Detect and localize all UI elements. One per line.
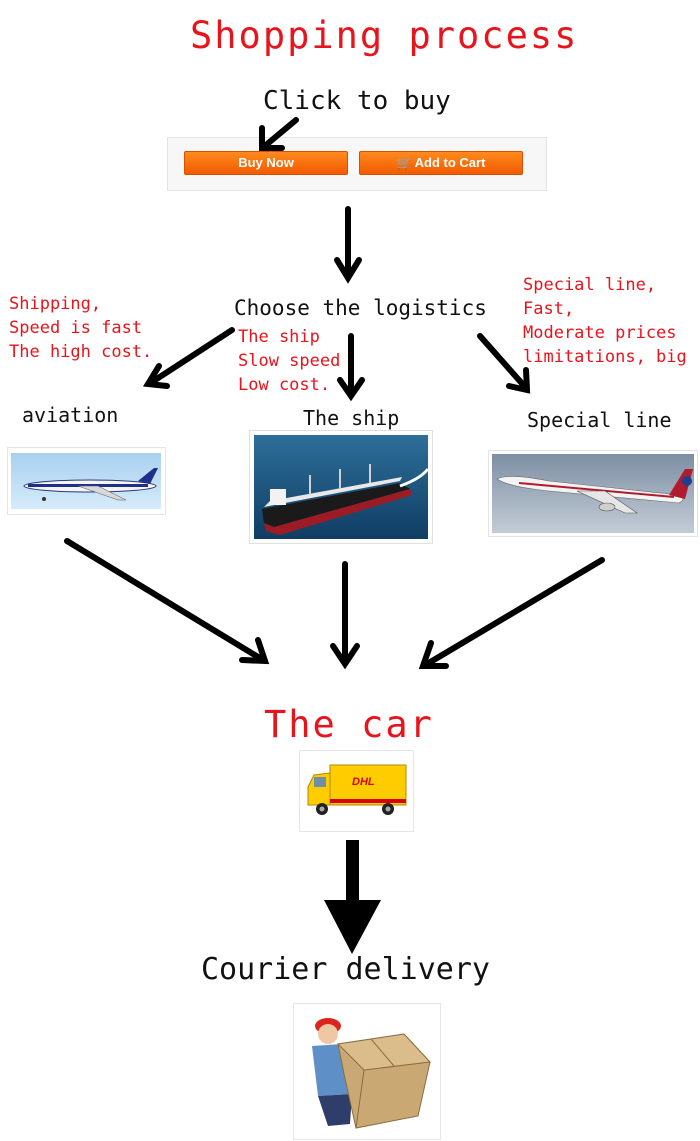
arrow-buttons-to-logistics xyxy=(334,206,362,284)
ship-photo xyxy=(249,430,433,544)
ship-icon xyxy=(262,464,430,535)
add-to-cart-button[interactable]: 🛒 Add to Cart xyxy=(359,151,523,175)
arrow-ship-to-car xyxy=(330,561,360,670)
cart-icon: 🛒 xyxy=(396,156,412,170)
note-line: Fast, xyxy=(523,299,575,319)
aviation-photo xyxy=(7,447,166,515)
courier-photo xyxy=(293,1003,441,1140)
note-special-line: Special line, Fast, Moderate prices limi… xyxy=(523,273,687,369)
special-line-photo xyxy=(488,450,698,537)
option-ship-label: The ship xyxy=(303,406,400,430)
truck-icon: DHL xyxy=(307,764,407,815)
buy-buttons-panel: Buy Now 🛒 Add to Cart xyxy=(167,137,547,191)
arrow-special-line-to-car xyxy=(418,557,605,669)
step-click-to-buy: Click to buy xyxy=(263,86,451,116)
option-special-line-label: Special line xyxy=(527,408,672,432)
note-line: Low cost. xyxy=(238,375,331,395)
note-line: The high cost. xyxy=(9,342,153,362)
note-ship: The ship Slow speed Low cost. xyxy=(238,325,340,397)
note-line: Moderate prices xyxy=(523,323,677,343)
note-line: limitations, big xyxy=(523,347,687,367)
arrow-logistics-to-special-line xyxy=(477,333,531,394)
truck-brand: DHL xyxy=(352,776,375,788)
note-line: Speed is fast xyxy=(9,318,143,338)
note-aviation: Shipping, Speed is fast The high cost. xyxy=(9,292,152,364)
arrow-car-to-courier xyxy=(324,840,381,954)
buy-now-button[interactable]: Buy Now xyxy=(184,151,348,175)
arrow-logistics-to-ship xyxy=(337,333,365,402)
step-choose-logistics: Choose the logistics xyxy=(234,296,487,320)
note-line: Special line, xyxy=(523,275,657,295)
option-aviation-label: aviation xyxy=(22,403,119,427)
note-line: The ship xyxy=(238,327,320,347)
arrow-aviation-to-car xyxy=(64,538,270,665)
step-courier-delivery: Courier delivery xyxy=(201,952,490,987)
note-line: Slow speed xyxy=(238,351,341,371)
add-to-cart-label: Add to Cart xyxy=(414,155,486,170)
step-the-car: The car xyxy=(264,703,434,746)
page-title: Shopping process xyxy=(190,14,579,57)
arrow-logistics-to-aviation xyxy=(142,327,235,389)
courier-icon xyxy=(312,1018,432,1129)
airplane-icon xyxy=(23,468,158,501)
truck-photo: DHL xyxy=(299,750,414,832)
airplane-icon xyxy=(496,469,693,514)
note-line: Shipping, xyxy=(9,294,102,314)
